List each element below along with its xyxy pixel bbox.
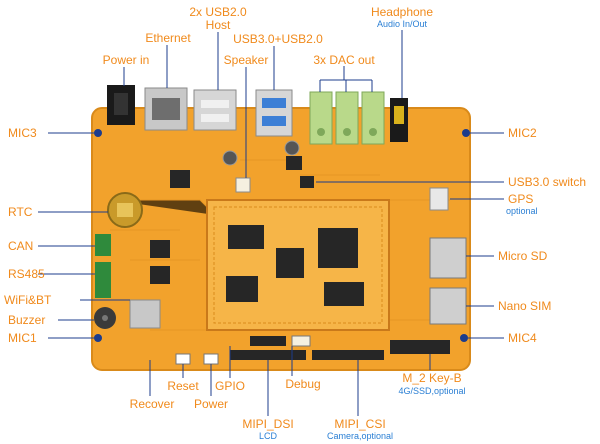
nanosim-slot xyxy=(429,287,467,325)
label-usb2-line1: 2x USB2.0 xyxy=(189,5,247,19)
rs485-chip xyxy=(150,266,170,284)
mipi-dsi-header xyxy=(230,350,306,360)
hub-chip xyxy=(170,170,190,188)
wifi-module xyxy=(129,299,161,329)
label-usb3-switch: USB3.0 switch xyxy=(508,175,587,189)
ram-chip-2 xyxy=(324,282,364,306)
mic4-part xyxy=(460,334,468,342)
audio-codec-chip xyxy=(286,156,302,170)
label-m2-key: M_2 Key-B xyxy=(402,371,462,385)
soc-chip xyxy=(318,228,358,268)
label-headphone-sub: Audio In/Out xyxy=(376,19,428,29)
label-usb3-usb2: USB3.0+USB2.0 xyxy=(233,32,323,46)
label-ethernet: Ethernet xyxy=(145,31,191,45)
label-mic3: MIC3 xyxy=(8,126,37,140)
label-reset: Reset xyxy=(167,379,199,393)
pmic-chip xyxy=(226,276,258,302)
terminal-blocks xyxy=(95,234,111,298)
label-gpio: GPIO xyxy=(214,379,246,393)
microsd-slot xyxy=(429,237,467,279)
label-headphone: Headphone xyxy=(370,5,434,19)
label-can: CAN xyxy=(8,239,34,253)
label-gps: GPS xyxy=(508,192,534,206)
label-dac-out: 3x DAC out xyxy=(313,53,375,67)
label-mipi-csi-sub: Camera,optional xyxy=(326,431,394,441)
label-rtc: RTC xyxy=(8,205,33,219)
label-power: Power xyxy=(193,397,229,411)
label-recover: Recover xyxy=(129,397,175,411)
som-inner xyxy=(213,206,383,324)
label-mipi-dsi: MIPI_DSI xyxy=(242,417,294,431)
usb3-port xyxy=(255,89,293,137)
label-gps-sub: optional xyxy=(506,206,538,216)
reset-button-part xyxy=(175,353,191,365)
label-power-in: Power in xyxy=(102,53,150,67)
label-mipi-dsi-sub: LCD xyxy=(258,431,278,441)
capacitor-2 xyxy=(284,140,300,156)
mic3-part xyxy=(94,129,102,137)
dac-jacks xyxy=(309,91,385,145)
usb3-switch-chip xyxy=(300,176,314,188)
emmc-chip xyxy=(276,248,304,278)
label-nano-sim: Nano SIM xyxy=(498,299,552,313)
speaker-connector xyxy=(235,177,251,193)
mipi-csi-header xyxy=(312,350,384,360)
label-usb2-line2: Host xyxy=(205,18,231,32)
mic2-part xyxy=(462,129,470,137)
label-mipi-csi: MIPI_CSI xyxy=(334,417,386,431)
ram-chip xyxy=(228,225,264,249)
label-speaker: Speaker xyxy=(223,53,269,67)
label-m2-sub: 4G/SSD,optional xyxy=(398,386,466,396)
can-chip xyxy=(150,240,170,258)
label-mic4: MIC4 xyxy=(508,331,537,345)
leader-lines xyxy=(38,30,504,416)
capacitor xyxy=(222,150,238,166)
label-wifi-bt: WiFi&BT xyxy=(4,293,52,307)
usb2-port xyxy=(193,89,237,131)
label-rs485: RS485 xyxy=(8,267,45,281)
label-buzzer: Buzzer xyxy=(8,313,46,327)
gps-module xyxy=(429,187,449,211)
power-button-part xyxy=(203,353,219,365)
label-debug: Debug xyxy=(285,377,321,391)
gpio-header xyxy=(250,336,286,346)
label-mic1: MIC1 xyxy=(8,331,37,345)
m2-slot xyxy=(390,340,450,354)
label-micro-sd: Micro SD xyxy=(498,249,548,263)
mic1-part xyxy=(94,334,102,342)
label-mic2: MIC2 xyxy=(508,126,537,140)
debug-header xyxy=(291,335,311,347)
